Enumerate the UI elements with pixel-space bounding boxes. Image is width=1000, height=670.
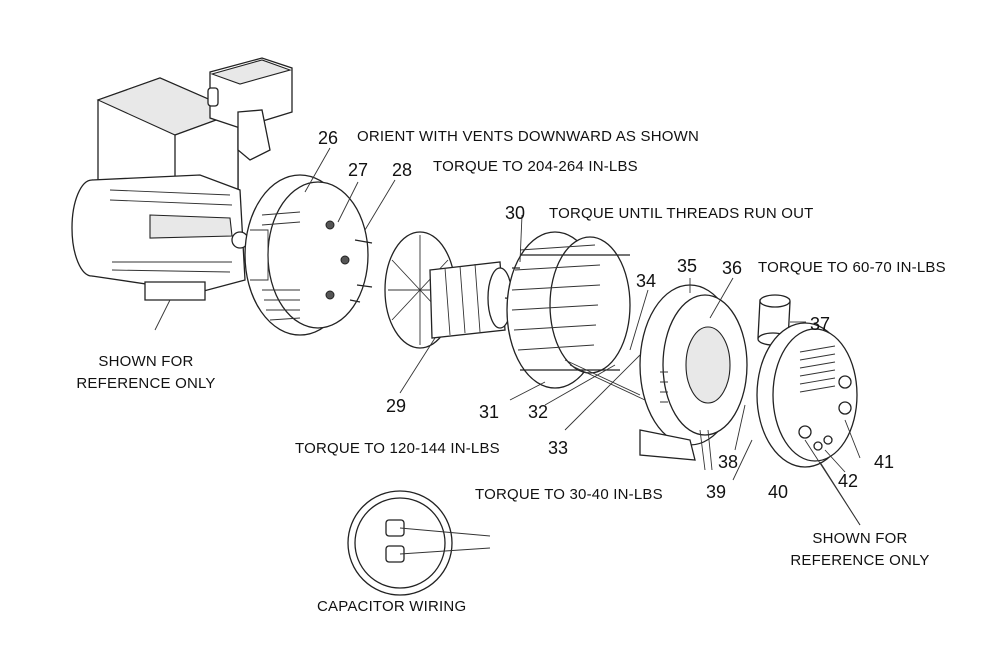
part-35-end-bell-illustration: [639, 284, 748, 471]
part-26-adapter-illustration: [244, 174, 373, 336]
callout-34: 34: [636, 271, 657, 291]
note-reference-right-line1: SHOWN FOR: [812, 530, 908, 547]
capacitor-wiring-inset: [347, 490, 491, 596]
note-orient-vents: ORIENT WITH VENTS DOWNWARD AS SHOWN: [357, 128, 700, 145]
callout-42: 42: [838, 471, 859, 491]
callout-32: 32: [528, 402, 549, 422]
part-31-stator-illustration: [506, 231, 646, 401]
callout-27: 27: [348, 160, 369, 180]
part-40-control-panel-illustration: [756, 322, 858, 468]
capacitor-wiring-label: CAPACITOR WIRING: [317, 598, 467, 615]
callout-26: 26: [318, 128, 339, 148]
note-torque-30-40: TORQUE TO 30-40 IN-LBS: [475, 486, 663, 503]
note-reference-left-line1: SHOWN FOR: [98, 353, 194, 370]
callout-36: 36: [722, 258, 743, 278]
callout-38: 38: [718, 452, 739, 472]
note-reference-left-line2: REFERENCE ONLY: [76, 375, 216, 392]
callout-37: 37: [810, 314, 831, 334]
part-29-rotor-illustration: [384, 231, 526, 349]
callout-29: 29: [386, 396, 407, 416]
callout-31: 31: [479, 402, 500, 422]
callout-30: 30: [505, 203, 526, 223]
note-torque-threads: TORQUE UNTIL THREADS RUN OUT: [549, 205, 814, 222]
leader-lines: [304, 147, 861, 526]
callout-41: 41: [874, 452, 895, 472]
note-torque-60-70: TORQUE TO 60-70 IN-LBS: [758, 259, 946, 276]
note-torque-204-264: TORQUE TO 204-264 IN-LBS: [433, 158, 638, 175]
callout-28: 28: [392, 160, 413, 180]
callout-39: 39: [706, 482, 727, 502]
callout-35: 35: [677, 256, 698, 276]
callout-33: 33: [548, 438, 569, 458]
note-torque-120-144: TORQUE TO 120-144 IN-LBS: [295, 440, 500, 457]
note-reference-right-line2: REFERENCE ONLY: [790, 552, 930, 569]
callout-40: 40: [768, 482, 789, 502]
engine-block-illustration: [71, 57, 293, 331]
